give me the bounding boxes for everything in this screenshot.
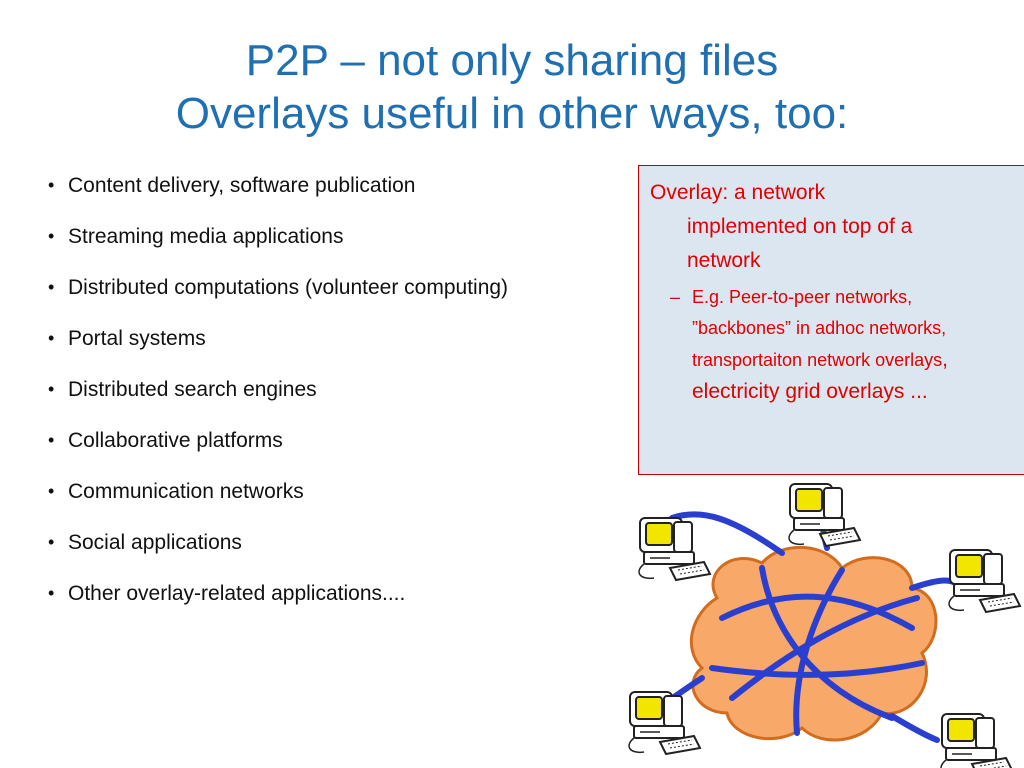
bullet-list: •Content delivery, software publication … [48, 170, 648, 629]
bullet-item: • Collaborative platforms [48, 425, 648, 476]
bullet-item: • Distributed computations (volunteer com… [48, 272, 648, 323]
definition-line-1: Overlay: a network [650, 181, 826, 204]
bullet-text: Other overlay-related applications.... [68, 582, 406, 605]
bullet-text: Communication networks [68, 480, 304, 503]
bullet-glyph: • [48, 379, 55, 399]
bullet-text: Portal systems [68, 327, 206, 350]
bullet-glyph: • [48, 481, 55, 501]
title-line-2: Overlays useful in other ways, too: [175, 89, 849, 138]
example-text: E.g. Peer-to-peer networks, ”backbones” … [692, 282, 962, 408]
definition-line-2: implemented on top of a [687, 215, 913, 238]
slide-title: P2P – not only sharing files Overlays us… [0, 34, 1024, 140]
title-line-1: P2P – not only sharing files [245, 36, 779, 85]
bullet-text: Collaborative platforms [68, 429, 283, 452]
definition-text: Overlay: a network implemented on top of… [650, 176, 1014, 278]
bullet-glyph: • [48, 277, 55, 297]
bullet-item: • Content delivery, software publication [48, 170, 648, 221]
bullet-text: Distributed computations (volunteer comp… [68, 276, 509, 299]
example-text-small: E.g. Peer-to-peer networks, ”backbones” … [692, 287, 947, 370]
desktop-computer-icon [948, 549, 1021, 613]
bullet-item: • Other overlay-related applications.... [48, 578, 648, 629]
p2p-network-cloud-icon [628, 483, 1021, 768]
bullet-glyph: • [48, 532, 55, 552]
bullet-glyph: • [48, 583, 55, 603]
example-sub-bullet: – E.g. Peer-to-peer networks, ”backbones… [650, 282, 1014, 408]
bullet-text: Social applications [68, 531, 242, 554]
bullet-item: • Streaming media applications [48, 221, 648, 272]
bullet-glyph: • [48, 430, 55, 450]
bullet-glyph: • [48, 328, 55, 348]
desktop-computer-icon [940, 713, 1013, 768]
bullet-item: • Social applications [48, 527, 648, 578]
bullet-glyph: • [48, 175, 55, 195]
bullet-glyph: • [48, 226, 55, 246]
definition-line-3: network [687, 249, 761, 272]
bullet-text: Distributed search engines [68, 378, 317, 401]
bullet-text: Content delivery, software publication [68, 174, 416, 197]
bullet-text: Streaming media applications [68, 225, 344, 248]
bullet-item: • Distributed search engines [48, 374, 648, 425]
desktop-computer-icon [628, 691, 701, 755]
bullet-item: • Communication networks [48, 476, 648, 527]
overlay-definition-box: Overlay: a network implemented on top of… [638, 165, 1024, 475]
dash-glyph: – [669, 287, 680, 307]
bullet-item: • Portal systems [48, 323, 648, 374]
desktop-computer-icon [638, 517, 711, 581]
example-text-large: , electricity grid overlays ... [692, 348, 948, 403]
desktop-computer-icon [788, 483, 861, 547]
